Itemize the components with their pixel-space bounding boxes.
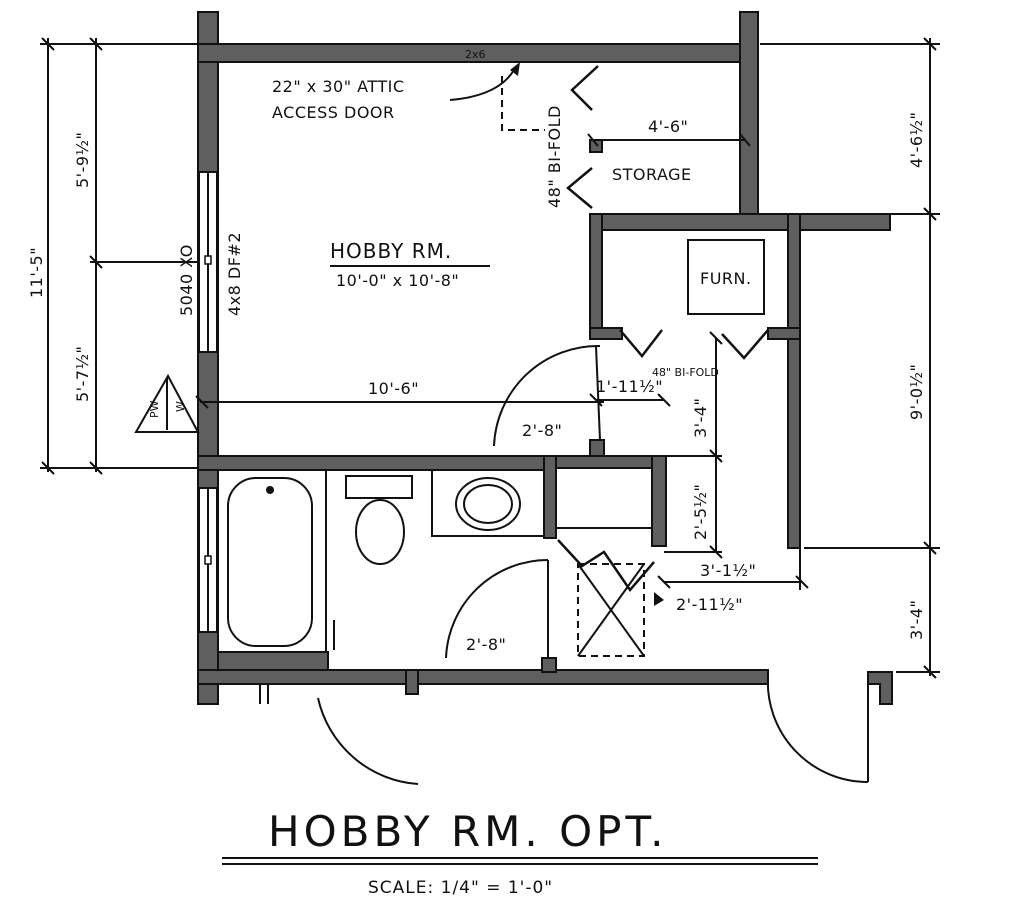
storage-label: STORAGE	[612, 165, 692, 184]
attic-note-line1: 22" x 30" ATTIC	[272, 77, 405, 96]
bifold-door-top-lower	[566, 167, 593, 209]
left-dimensions: 11'-5" 5'-9½" 5'-7½"	[27, 37, 200, 475]
lower-door-swing-left	[317, 697, 419, 785]
tub-bottom-wall	[217, 651, 329, 671]
bifold-bottom-label: 48" BI-FOLD	[652, 366, 719, 379]
right-upper-dim: 4'-6½"	[907, 112, 926, 168]
furnace-bottom-stub-left	[589, 327, 623, 340]
bifold-door-bottom-left	[619, 329, 663, 358]
hobby-room-size: 10'-0" x 10'-8"	[336, 271, 459, 290]
attic-arrowhead	[510, 62, 520, 76]
furnace-bottom-stub-right	[767, 327, 801, 340]
closet-shelf	[555, 467, 653, 529]
storage-dim: 4'-6"	[648, 117, 688, 136]
left-lower-dim: 5'-7½"	[73, 346, 92, 402]
attic-access-door	[501, 76, 545, 131]
left-upper-dim: 5'-9½"	[73, 132, 92, 188]
right-dimensions: 4'-6½" 9'-0½" 3'-4"	[760, 37, 940, 679]
storage-left-stub	[589, 139, 603, 153]
storage-right-wall	[739, 11, 759, 217]
left-total-dim: 11'-5"	[27, 247, 46, 298]
bath-door-dim: 2'-8"	[466, 635, 506, 654]
hobby-bottom-wall	[197, 455, 604, 471]
bath-door-swing	[445, 558, 549, 659]
bath-door-stub-2	[541, 657, 557, 673]
furnace-right-wall	[787, 213, 801, 549]
bath-closet-divider	[543, 455, 557, 539]
hall-width-dim: 3'-1½"	[700, 561, 756, 580]
furnace-left-wall	[589, 213, 603, 340]
storage-bottom-wall	[589, 213, 891, 231]
closet-top-wall	[545, 455, 667, 469]
attic-hatch	[577, 563, 645, 657]
attic-note-line2: ACCESS DOOR	[272, 103, 395, 122]
toilet	[345, 475, 413, 565]
furnace-label: FURN.	[700, 269, 752, 288]
closet-right-wall	[651, 455, 667, 547]
beam-label: 4x8 DF#2	[225, 232, 244, 316]
bifold-door-bottom-right	[721, 329, 769, 360]
hall-upper-dim: 1'-11½"	[596, 377, 663, 396]
entry-jamb	[867, 671, 893, 705]
header-label: 2x6	[465, 48, 486, 61]
closet-vertical-dim: 2'-5½"	[691, 484, 710, 540]
closet-bifold	[557, 539, 655, 593]
right-middle-dim: 9'-0½"	[907, 364, 926, 420]
windows	[198, 171, 218, 633]
bathtub	[217, 469, 327, 653]
bath-bottom-wall	[197, 669, 769, 685]
hobby-door-swing	[493, 344, 601, 447]
window-label: 5040 XO	[177, 244, 196, 316]
bath-door-stub	[405, 669, 419, 695]
hall-vertical-dim: 3'-4"	[691, 398, 710, 438]
hobby-room-name: HOBBY RM.	[330, 239, 452, 263]
marker-right: W	[174, 401, 187, 412]
right-lower-dim: 3'-4"	[907, 600, 926, 640]
drawing-title: HOBBY RM. OPT.	[268, 807, 668, 856]
bifold-top-label: 48" BI-FOLD	[545, 105, 564, 208]
sink-vanity	[431, 469, 545, 537]
room-width-dim: 10'-6"	[368, 379, 419, 398]
hobby-door-dim: 2'-8"	[522, 421, 562, 440]
furnace-unit	[687, 239, 765, 315]
attic-leader	[449, 69, 515, 101]
entry-door-swing	[766, 675, 869, 784]
marker-left: PW	[148, 400, 161, 418]
bifold-door-top-upper	[570, 65, 599, 111]
drawing-scale: SCALE: 1/4" = 1'-0"	[368, 878, 553, 898]
hall-lower-dim: 2'-11½"	[676, 595, 743, 614]
section-marker: PW W	[134, 373, 200, 433]
hall-arrowhead	[654, 592, 664, 606]
